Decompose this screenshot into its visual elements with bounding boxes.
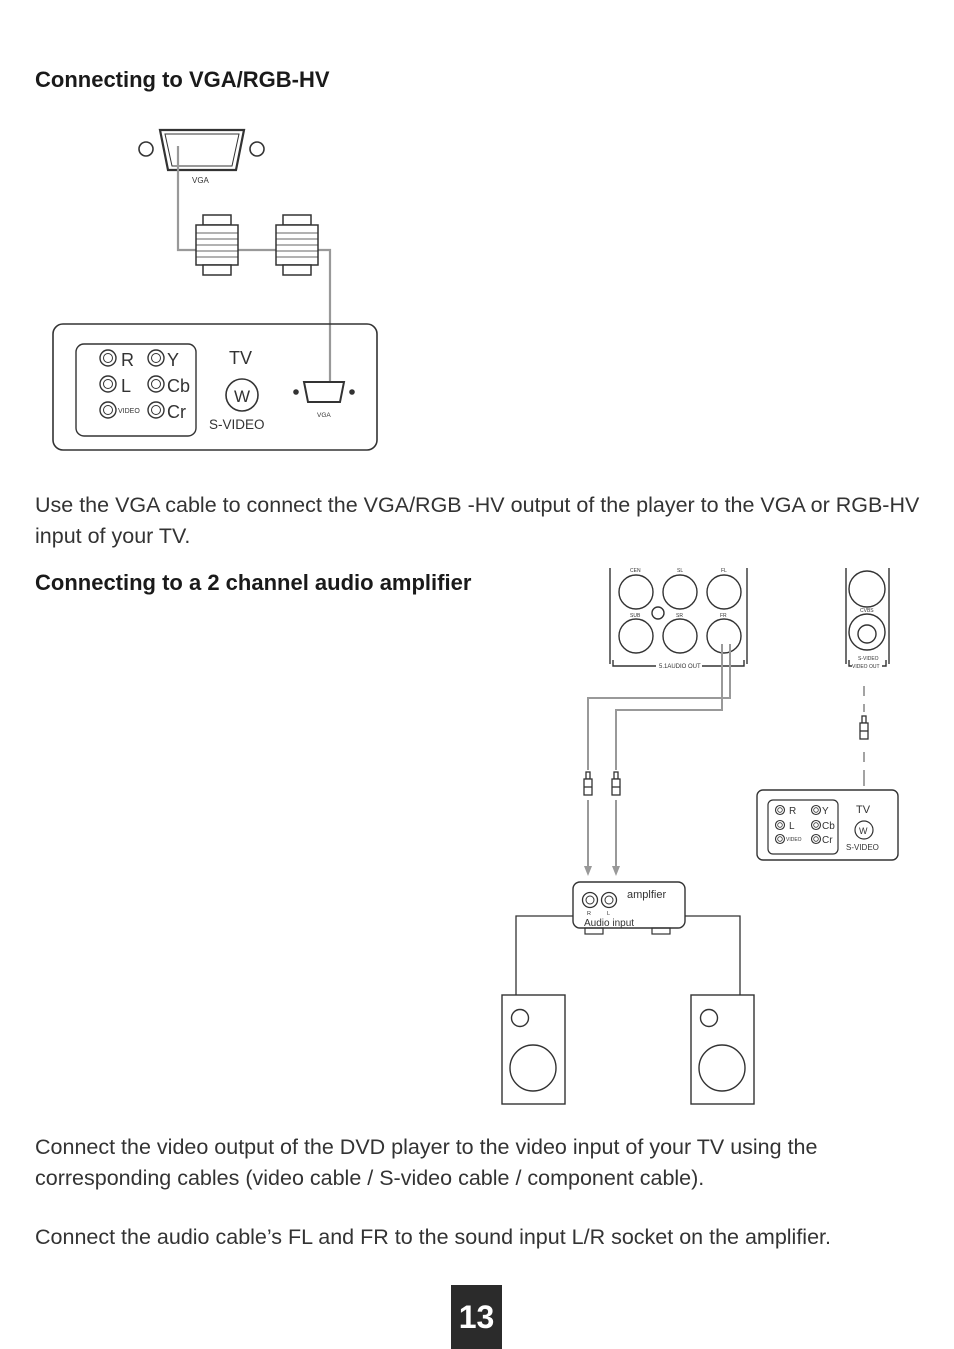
tv-panel <box>52 323 378 451</box>
rca-plugs <box>583 771 621 796</box>
tv-label: TV <box>229 348 252 368</box>
jack-fl: FL <box>721 568 727 574</box>
tv-svideo-label: S-VIDEO <box>209 417 265 432</box>
speaker-right <box>690 994 755 1105</box>
jack-fr: FR <box>720 613 727 619</box>
speaker-left <box>501 994 566 1105</box>
player-vga-port <box>138 128 265 172</box>
cvbs-label: CVBS <box>860 608 874 614</box>
amplifier-box <box>572 881 686 935</box>
svideo-top-label: S-VIDEO <box>858 656 879 662</box>
paragraph-video: Connect the video output of the DVD play… <box>35 1135 818 1190</box>
small-jack-cr: Cr <box>822 835 833 846</box>
jack-sr: SR <box>676 613 683 619</box>
paragraph-vga: Use the VGA cable to connect the VGA/RGB… <box>35 493 920 548</box>
svideo-icon: W <box>234 387 250 406</box>
tv-jack-cr: Cr <box>167 402 186 422</box>
small-jack-y: Y <box>822 806 829 817</box>
jack-cen: CEN <box>630 568 641 574</box>
amp-jack-l: L <box>607 911 610 917</box>
small-jack-l: L <box>789 821 795 832</box>
audio-out-label: 5.1AUDIO OUT <box>659 664 701 670</box>
tv-panel-small <box>756 789 899 861</box>
amplifier-title: amplfier <box>627 889 666 901</box>
jack-sub: SUB <box>630 613 641 619</box>
small-svideo-label: S-VIDEO <box>846 843 879 852</box>
vga-plug-right <box>275 214 319 276</box>
page-number: 13 <box>451 1285 502 1349</box>
heading-amplifier: Connecting to a 2 channel audio amplifie… <box>35 570 472 595</box>
amp-input-label: Audio input <box>584 918 634 929</box>
video-out-label: VIDEO OUT <box>852 664 880 670</box>
small-jack-video: VIDEO <box>786 837 802 843</box>
vga-plug-left <box>195 214 239 276</box>
amp-jack-r: R <box>587 911 591 917</box>
tv-vga-label: VGA <box>317 412 331 419</box>
small-jack-cb: Cb <box>822 821 835 832</box>
audio-out-panel <box>609 568 748 667</box>
small-jack-r: R <box>789 806 796 817</box>
tv-jack-r: R <box>121 350 134 370</box>
tv-jack-y: Y <box>167 350 179 370</box>
tv-jack-l: L <box>121 376 131 396</box>
tv-jack-video: VIDEO <box>118 408 140 415</box>
player-vga-label: VGA <box>192 176 210 185</box>
video-out-panel <box>845 568 890 667</box>
heading-vga: Connecting to VGA/RGB-HV <box>35 67 330 92</box>
tv-jack-cb: Cb <box>167 376 190 396</box>
paragraph-audio: Connect the audio cable’s FL and FR to t… <box>35 1225 831 1249</box>
small-svideo-icon: W <box>859 826 868 836</box>
small-tv-label: TV <box>856 804 871 816</box>
jack-sl: SL <box>677 568 683 574</box>
